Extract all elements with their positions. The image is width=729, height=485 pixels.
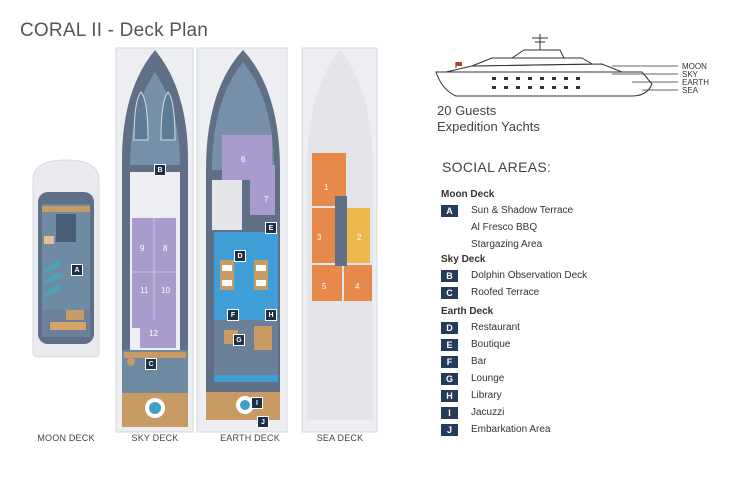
cabin-7: 7	[264, 195, 269, 204]
legend-badge: E	[441, 338, 458, 351]
legend-item: Al Fresco BBQ	[441, 219, 726, 236]
map-badge-d: D	[234, 250, 246, 262]
legend-label: Sun & Shadow Terrace	[471, 205, 574, 216]
legend-item: F Bar	[441, 353, 726, 370]
cabin-1: 1	[324, 183, 329, 192]
map-badge-c: C	[145, 358, 157, 370]
cabin-3: 3	[317, 233, 322, 242]
legend-label: Boutique	[471, 339, 511, 350]
map-badge-e: E	[265, 222, 277, 234]
earth-deck: 6 7	[196, 47, 288, 433]
legend-badge	[441, 222, 458, 234]
legend-badge: A	[441, 204, 458, 217]
legend-label: Dolphin Observation Deck	[471, 270, 588, 281]
cabin-4: 4	[355, 282, 360, 291]
legend-item: J Embarkation Area	[441, 421, 726, 438]
map-badge-b: B	[154, 164, 166, 176]
cabin-2: 2	[357, 233, 362, 242]
legend-item: D Restaurant	[441, 319, 726, 336]
yacht-profile: MOON SKY EARTH SEA	[432, 30, 722, 105]
legend-heading-sky: Sky Deck	[441, 254, 486, 265]
legend-badge	[441, 239, 458, 251]
profile-label-sky: SKY	[682, 70, 699, 79]
map-badge-g: G	[233, 334, 245, 346]
legend-label: Library	[471, 390, 502, 401]
map-badge-a: A	[71, 264, 83, 276]
legend-label: Embarkation Area	[471, 424, 551, 435]
profile-label-sea: SEA	[682, 86, 699, 95]
social-areas-title: SOCIAL AREAS:	[442, 159, 552, 175]
legend-label: Roofed Terrace	[471, 287, 540, 298]
deck-label-sea: SEA DECK	[316, 433, 364, 443]
profile-label-earth: EARTH	[682, 78, 709, 87]
yacht-category: Expedition Yachts	[437, 119, 540, 134]
map-badge-f: F	[227, 309, 239, 321]
legend-label: Lounge	[471, 373, 505, 384]
moon-deck	[32, 159, 100, 358]
cabin-5: 5	[322, 282, 327, 291]
legend-item: H Library	[441, 387, 726, 404]
legend-item: A Sun & Shadow Terrace	[441, 202, 726, 219]
deck-label-sky: SKY DECK	[131, 433, 179, 443]
social-areas-legend: Moon Deck A Sun & Shadow Terrace Al Fres…	[441, 188, 726, 438]
legend-item: G Lounge	[441, 370, 726, 387]
legend-badge: I	[441, 406, 458, 419]
deck-plans: 9 8 11 10 12 6	[32, 47, 378, 443]
legend-label: Al Fresco BBQ	[471, 222, 538, 233]
cabin-12: 12	[149, 329, 158, 338]
profile-label-moon: MOON	[682, 62, 707, 71]
guests-info: 20 Guests Expedition Yachts	[437, 103, 540, 135]
legend-badge: D	[441, 321, 458, 334]
legend-item: C Roofed Terrace	[441, 284, 726, 301]
page-title: CORAL II - Deck Plan	[20, 20, 209, 41]
map-badge-j: J	[257, 416, 269, 428]
cabin-10: 10	[161, 286, 170, 295]
legend-badge: G	[441, 372, 458, 385]
legend-badge: H	[441, 389, 458, 402]
cabin-6: 6	[241, 155, 246, 164]
legend-label: Stargazing Area	[471, 239, 543, 250]
sea-deck: 1 3 2 5 4	[301, 47, 378, 433]
legend-badge: C	[441, 286, 458, 299]
legend-item: E Boutique	[441, 336, 726, 353]
legend-label: Bar	[471, 356, 487, 367]
cabin-11: 11	[140, 286, 149, 295]
deck-label-earth: EARTH DECK	[220, 433, 280, 443]
legend-label: Jacuzzi	[471, 407, 505, 418]
legend-badge: B	[441, 269, 458, 282]
legend-badge: J	[441, 423, 458, 436]
guests-count: 20 Guests	[437, 103, 497, 118]
legend-item: Stargazing Area	[441, 236, 726, 253]
legend-heading-moon: Moon Deck	[441, 189, 495, 200]
legend-item: B Dolphin Observation Deck	[441, 267, 726, 284]
yacht-profile-drawing: MOON SKY EARTH SEA	[435, 34, 709, 97]
legend-label: Restaurant	[471, 322, 520, 333]
legend-item: I Jacuzzi	[441, 404, 726, 421]
deck-label-moon: MOON DECK	[37, 433, 95, 443]
cabin-8: 8	[163, 244, 168, 253]
cabin-9: 9	[140, 244, 145, 253]
map-badge-h: H	[265, 309, 277, 321]
deck-plan-drawing: 9 8 11 10 12 6	[32, 47, 378, 433]
legend-heading-earth: Earth Deck	[441, 306, 494, 317]
sky-deck: 9 8 11 10 12	[115, 47, 194, 433]
map-badge-i: I	[251, 397, 263, 409]
legend-badge: F	[441, 355, 458, 368]
